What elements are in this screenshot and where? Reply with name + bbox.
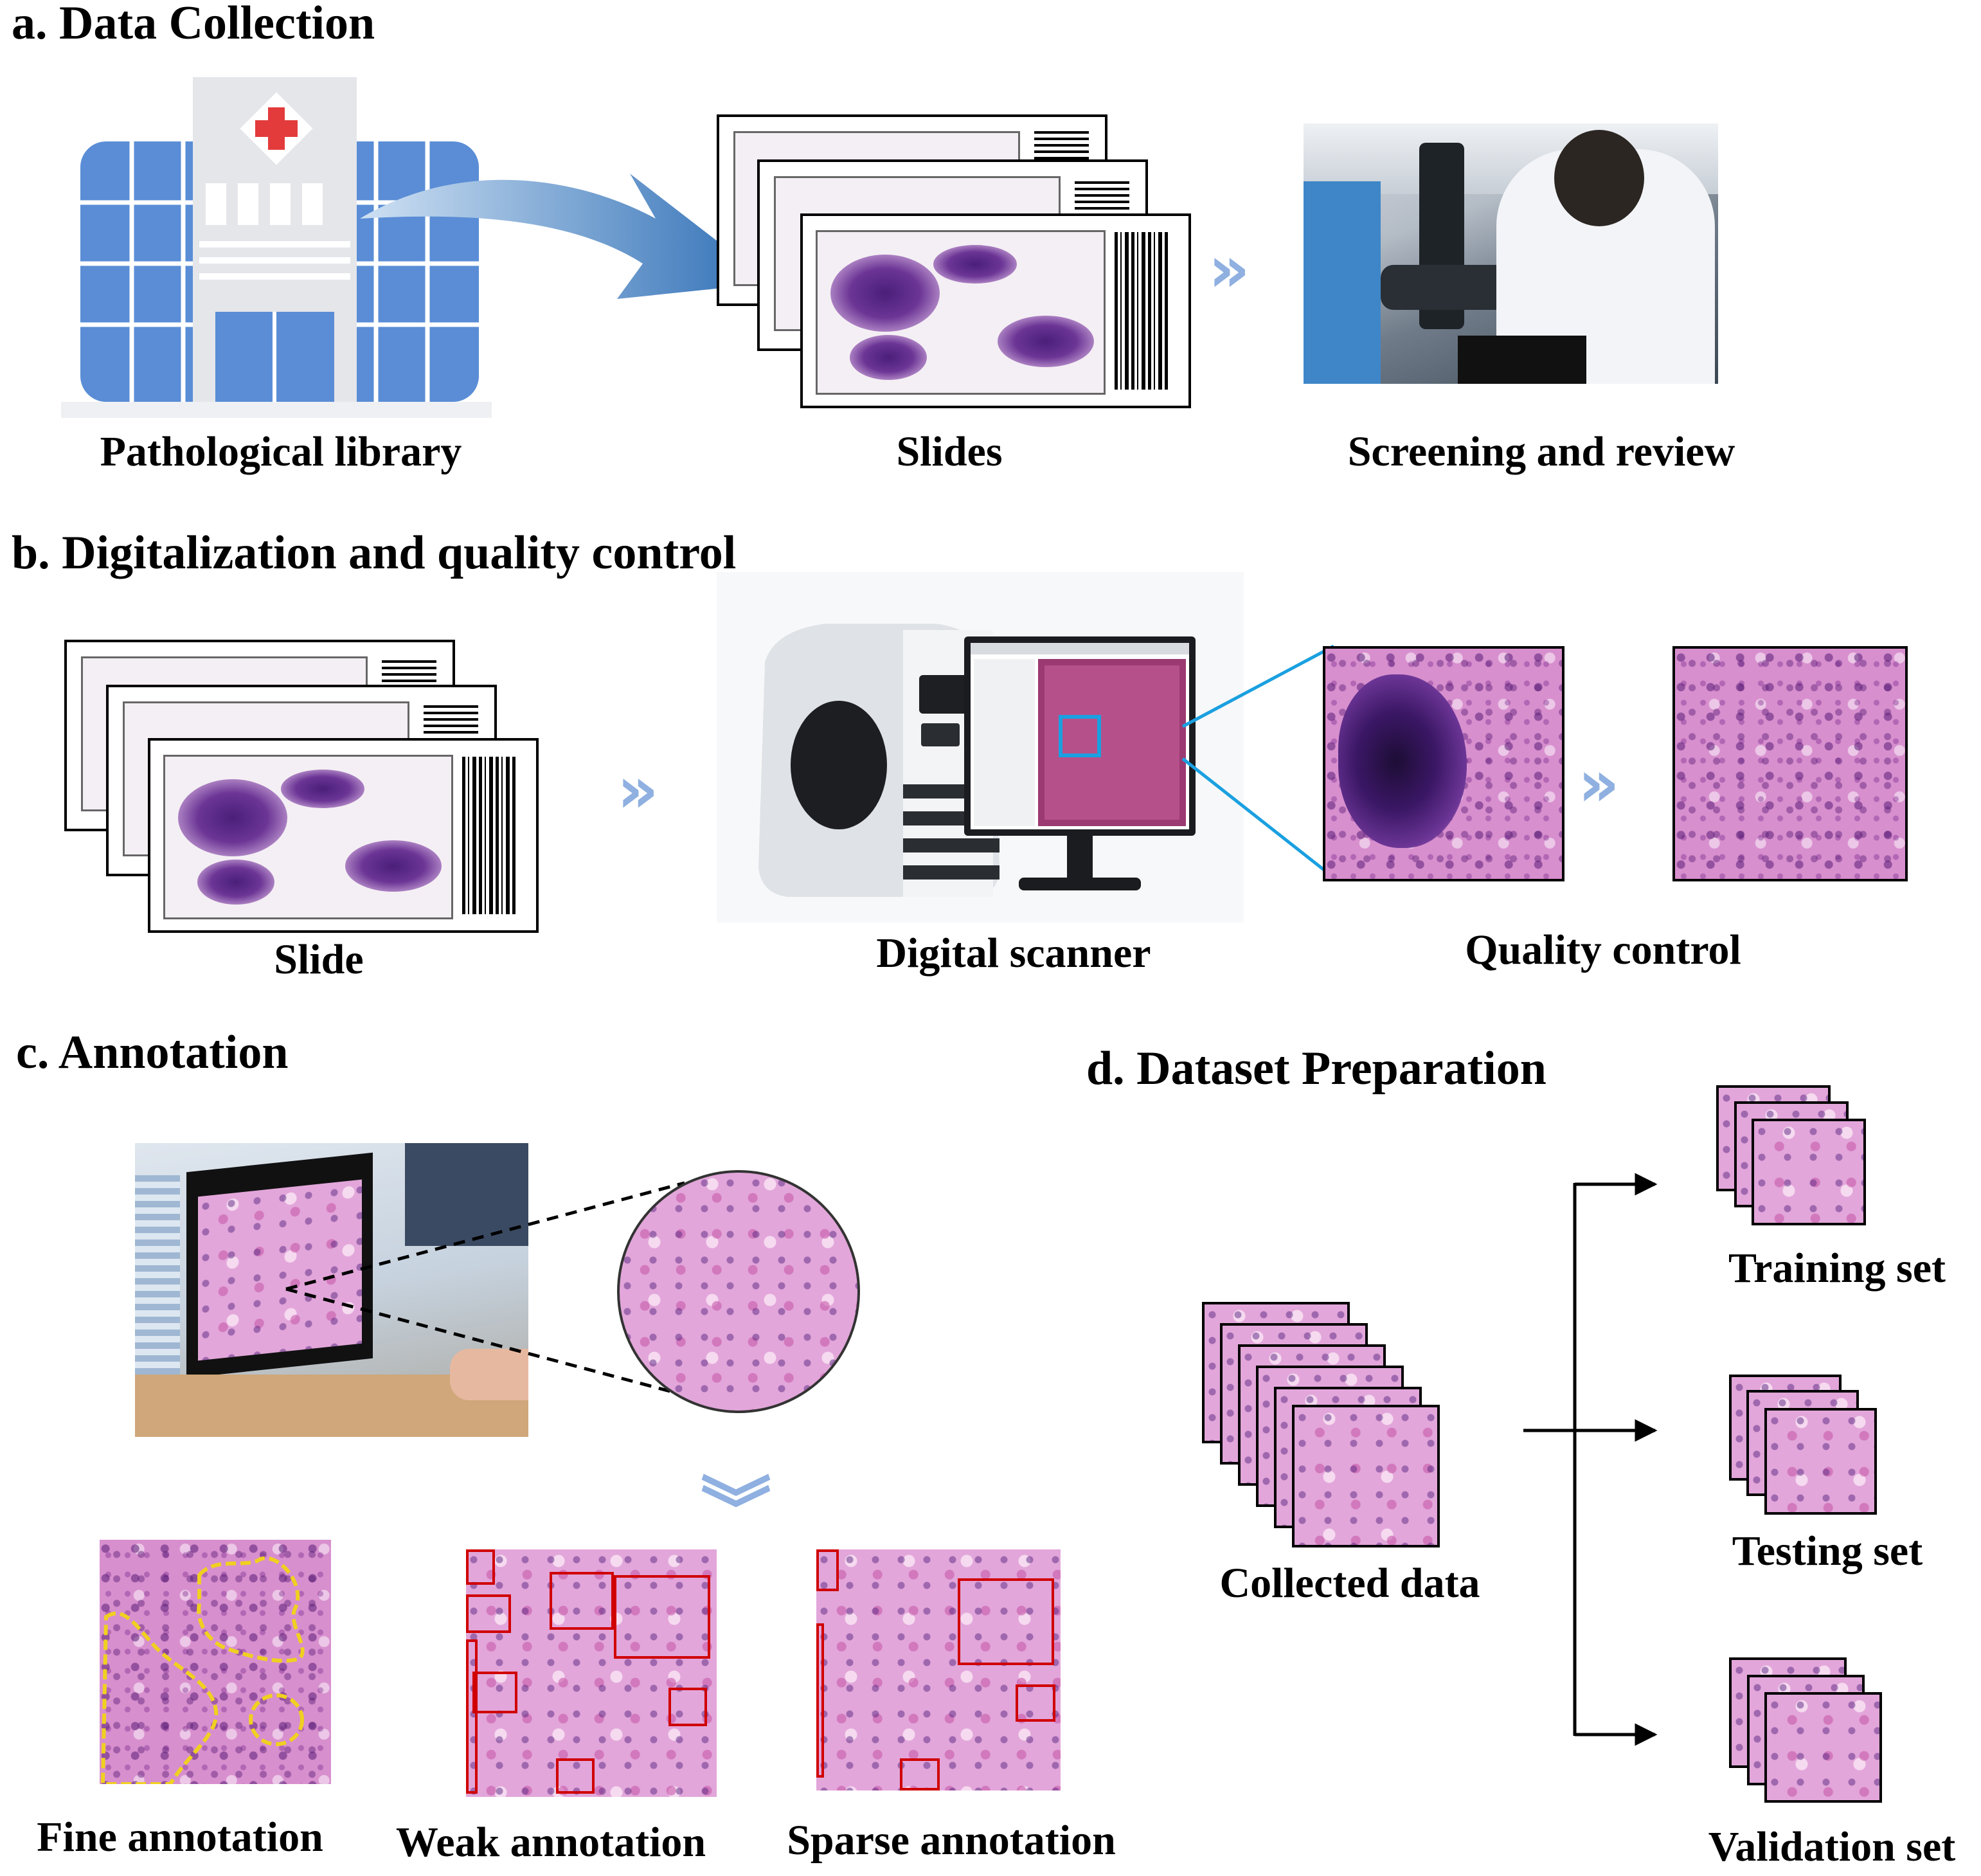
label-pathological-library: Pathological library <box>100 428 462 475</box>
label-digital-scanner: Digital scanner <box>876 930 1151 977</box>
zoom-circle-tissue <box>617 1170 860 1413</box>
section-b-title: b. Digitalization and quality control <box>12 527 737 579</box>
qc-tile-before <box>1323 646 1564 881</box>
hospital-illustration <box>61 77 492 418</box>
label-training-set: Training set <box>1728 1245 1946 1292</box>
validation-set-card <box>1764 1692 1882 1803</box>
training-set-card <box>1752 1119 1866 1225</box>
chevron-right-icon: » <box>617 752 658 827</box>
split-arrows <box>1523 1164 1665 1755</box>
flow-arrow <box>360 167 784 309</box>
collected-data-card <box>1292 1405 1440 1547</box>
label-sparse-annotation: Sparse annotation <box>787 1817 1116 1864</box>
slide-card-front <box>800 213 1191 408</box>
zoom-lines <box>1176 636 1337 881</box>
chevron-down-icon: ︾ <box>701 1470 771 1552</box>
label-validation-set: Validation set <box>1708 1823 1956 1870</box>
annotation-workstation-photo <box>135 1143 528 1437</box>
label-weak-annotation: Weak annotation <box>395 1819 706 1866</box>
section-c-title: c. Annotation <box>16 1026 289 1079</box>
chevron-right-icon: » <box>1208 231 1250 307</box>
slide-card-front <box>148 738 539 933</box>
label-slides: Slides <box>896 428 1003 475</box>
zoom-dashed-lines <box>283 1180 694 1398</box>
digital-scanner-illustration <box>717 572 1244 923</box>
qc-tile-after <box>1672 646 1908 881</box>
microscope-photo <box>1304 123 1718 384</box>
chevron-right-icon: » <box>1578 746 1619 821</box>
label-screening-review: Screening and review <box>1347 428 1735 475</box>
sparse-annotation-tile <box>816 1549 1061 1790</box>
label-testing-set: Testing set <box>1732 1528 1923 1574</box>
label-collected-data: Collected data <box>1219 1560 1480 1607</box>
testing-set-card <box>1764 1408 1877 1515</box>
label-fine-annotation: Fine annotation <box>37 1814 323 1861</box>
label-slide: Slide <box>274 936 364 983</box>
fine-annotation-tile <box>100 1540 331 1784</box>
label-quality-control: Quality control <box>1465 926 1741 973</box>
section-d-title: d. Dataset Preparation <box>1086 1042 1546 1095</box>
section-a-title: a. Data Collection <box>12 0 375 50</box>
weak-annotation-tile <box>466 1549 717 1797</box>
